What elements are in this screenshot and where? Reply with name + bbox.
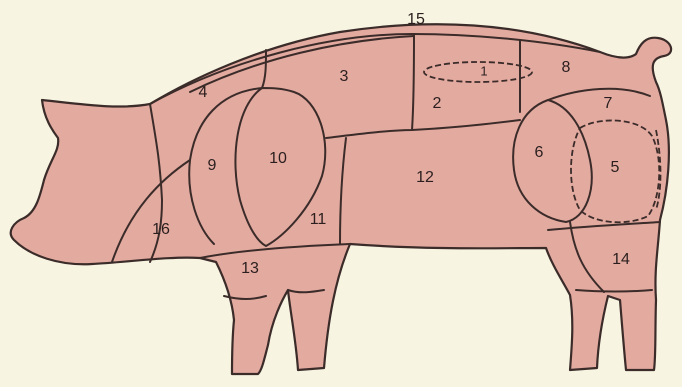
label-14: 14 — [612, 251, 630, 268]
label-10: 10 — [269, 150, 287, 167]
label-13: 13 — [241, 260, 259, 277]
label-5: 5 — [611, 159, 620, 176]
label-12: 12 — [416, 169, 434, 186]
label-11: 11 — [310, 211, 327, 228]
label-9: 9 — [208, 157, 217, 174]
label-15: 15 — [407, 11, 425, 28]
label-8: 8 — [562, 59, 571, 76]
label-3: 3 — [340, 68, 349, 85]
label-7: 7 — [604, 95, 613, 112]
label-16: 16 — [152, 221, 170, 238]
label-6: 6 — [535, 144, 544, 161]
label-1: 1 — [480, 63, 487, 78]
label-2: 2 — [433, 95, 442, 112]
label-4: 4 — [199, 84, 208, 101]
